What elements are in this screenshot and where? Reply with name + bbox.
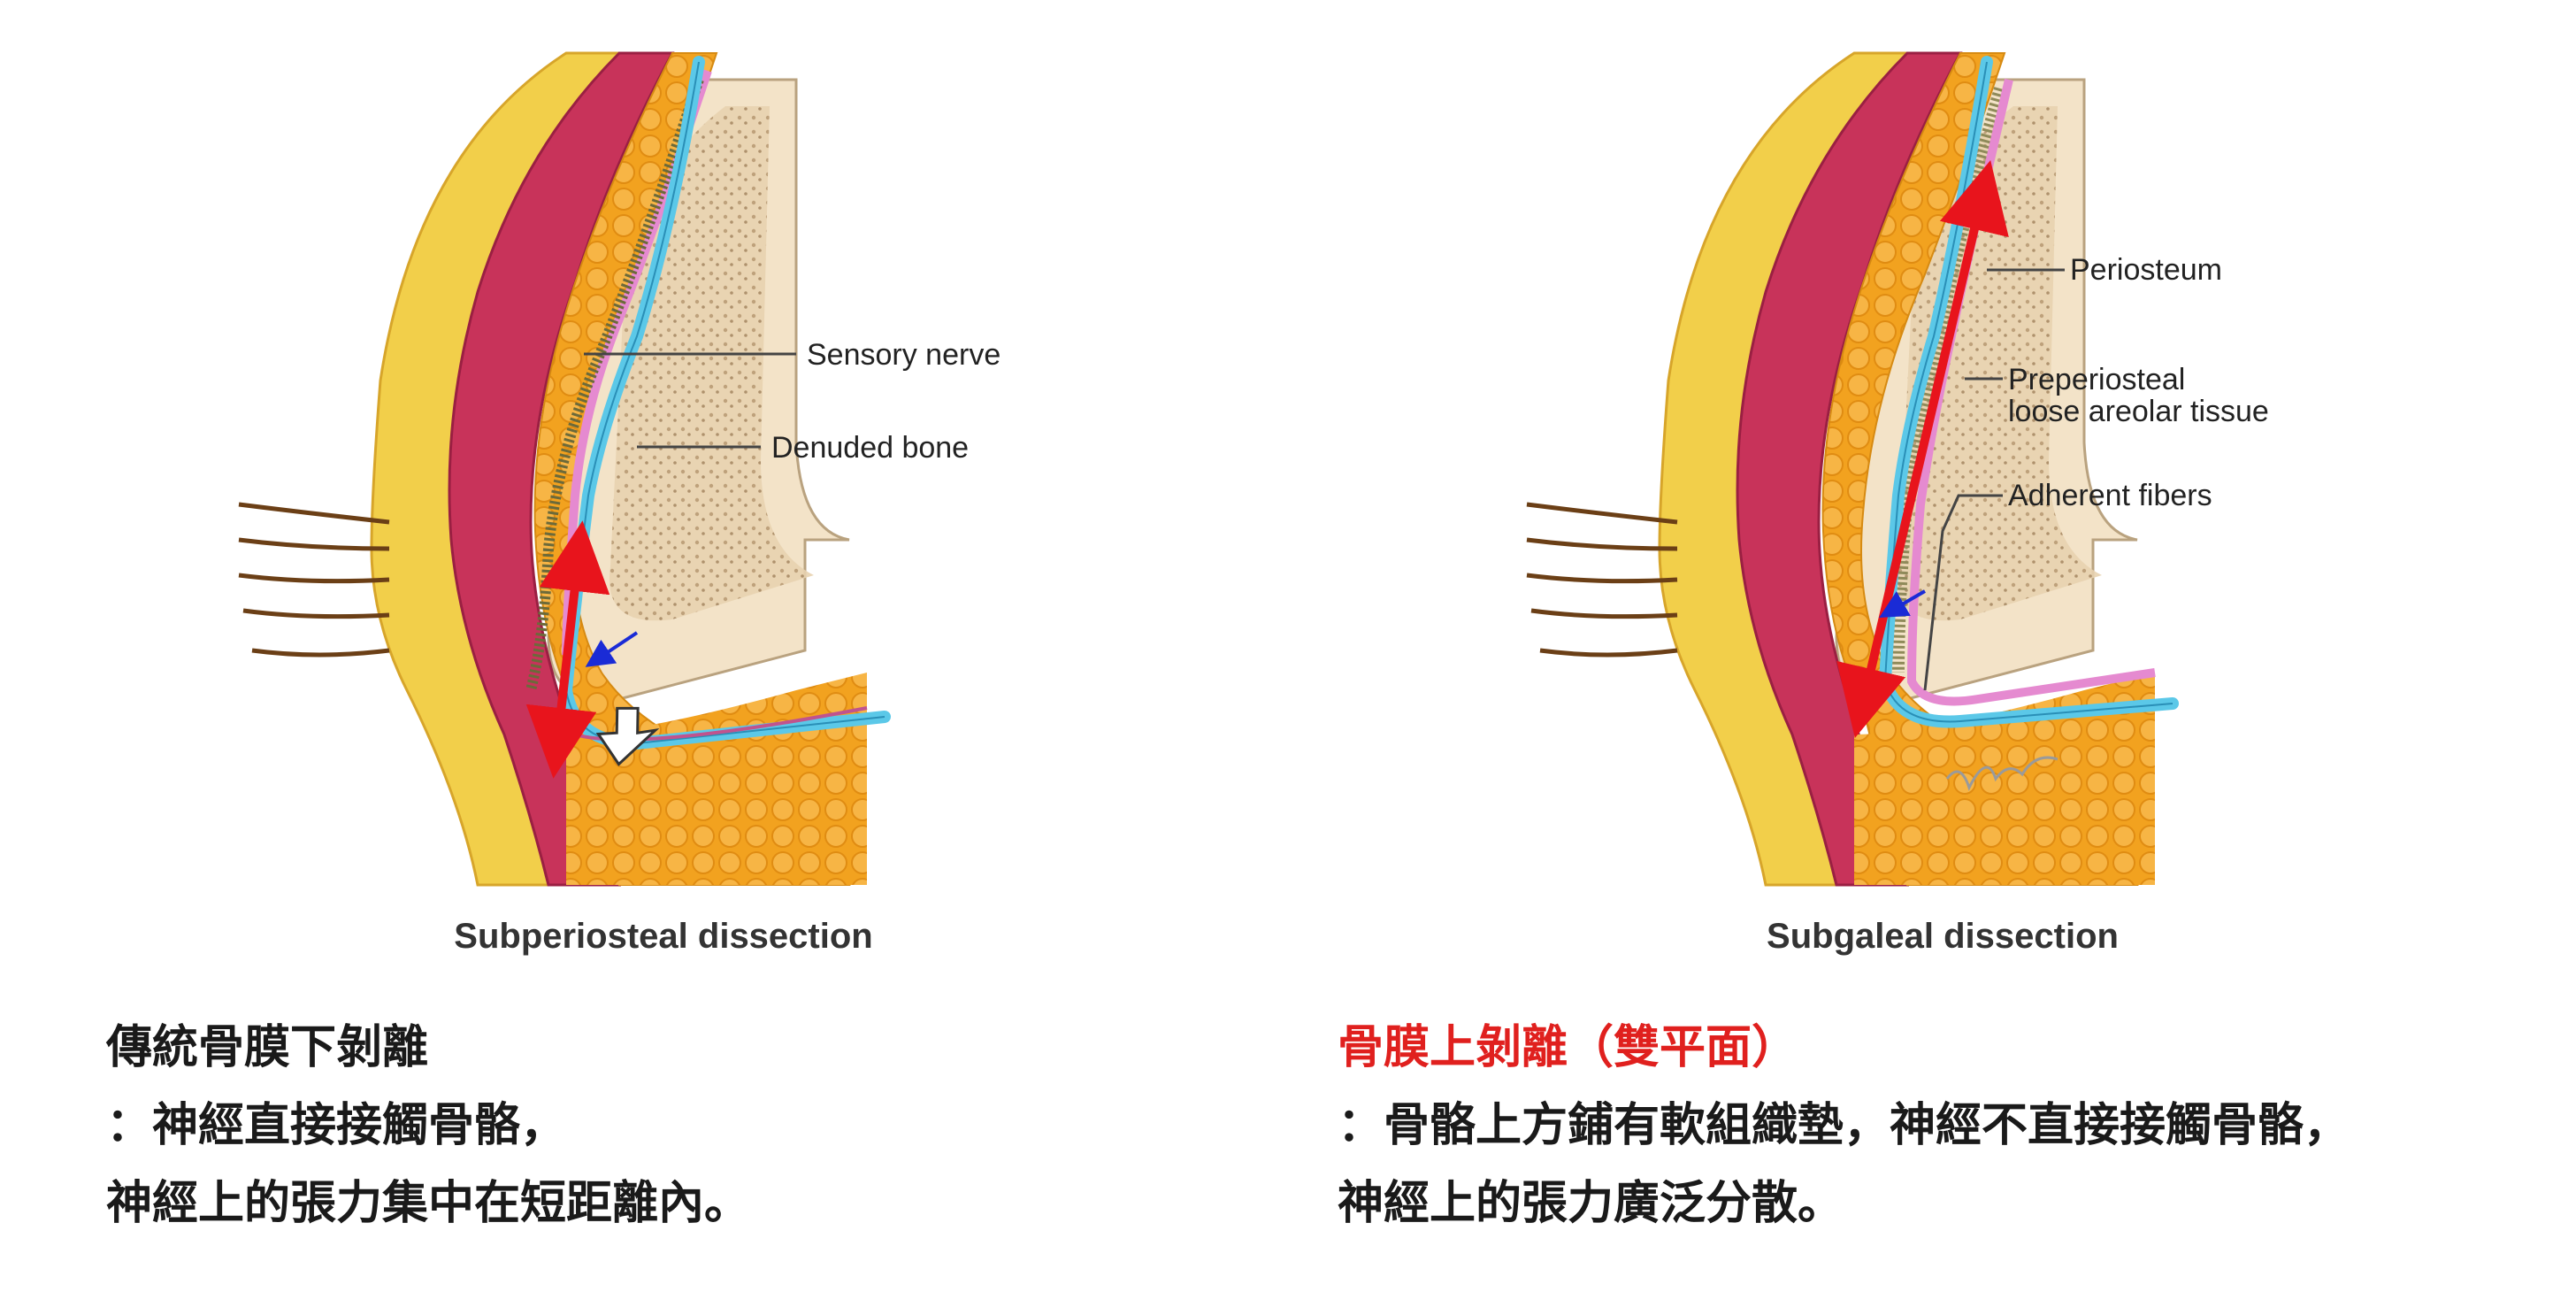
right-desc-line2: ：骨骼上方鋪有軟組織墊，神經不直接接觸骨骼， (1338, 1099, 2350, 1152)
small-blue-arrow (1879, 589, 1927, 619)
label-sensory-nerve: Sensory nerve (807, 338, 1000, 372)
left-desc-line2: ：神經直接接觸骨骼， (106, 1099, 567, 1152)
contact-arrow (595, 706, 660, 766)
left-desc-title: 傳統骨膜下剝離 (106, 1021, 429, 1074)
label-loose-areolar: loose areolar tissue (2008, 395, 2269, 428)
label-preperiosteal: Preperiosteal (2008, 363, 2185, 396)
hair-strands (1526, 502, 1678, 658)
hair-strands (238, 502, 390, 658)
label-denuded-bone: Denuded bone (771, 431, 969, 465)
label-periosteum: Periosteum (2070, 253, 2222, 287)
small-blue-arrow (585, 631, 639, 667)
caption-subperiosteal: Subperiosteal dissection (454, 917, 873, 956)
subperiosteal-illustration: Sensory nerve Denuded bone (238, 51, 1000, 887)
right-desc-title: 骨膜上剝離（雙平面） (1338, 1021, 1798, 1074)
tension-arrow (1836, 160, 2009, 738)
right-panel: Periosteum Preperiosteal loose areolar t… (1288, 0, 2576, 1292)
caption-subgaleal: Subgaleal dissection (1767, 917, 2119, 956)
right-desc-line3: 神經上的張力廣泛分散。 (1338, 1177, 1844, 1230)
tension-arrow (525, 520, 610, 779)
artist-signature (1945, 756, 2058, 791)
right-description: 骨膜上剝離（雙平面） ：骨骼上方鋪有軟組織墊，神經不直接接觸骨骼， 神經上的張力… (1338, 1009, 2488, 1242)
left-desc-line3: 神經上的張力集中在短距離內。 (106, 1177, 751, 1230)
left-description: 傳統骨膜下剝離 ：神經直接接觸骨骼， 神經上的張力集中在短距離內。 (106, 1009, 1256, 1242)
left-panel: Sensory nerve Denuded bone Subperiosteal… (106, 51, 1256, 1242)
label-adherent-fibers: Adherent fibers (2008, 479, 2212, 512)
subgaleal-illustration: Periosteum Preperiosteal loose areolar t… (1526, 51, 2269, 887)
